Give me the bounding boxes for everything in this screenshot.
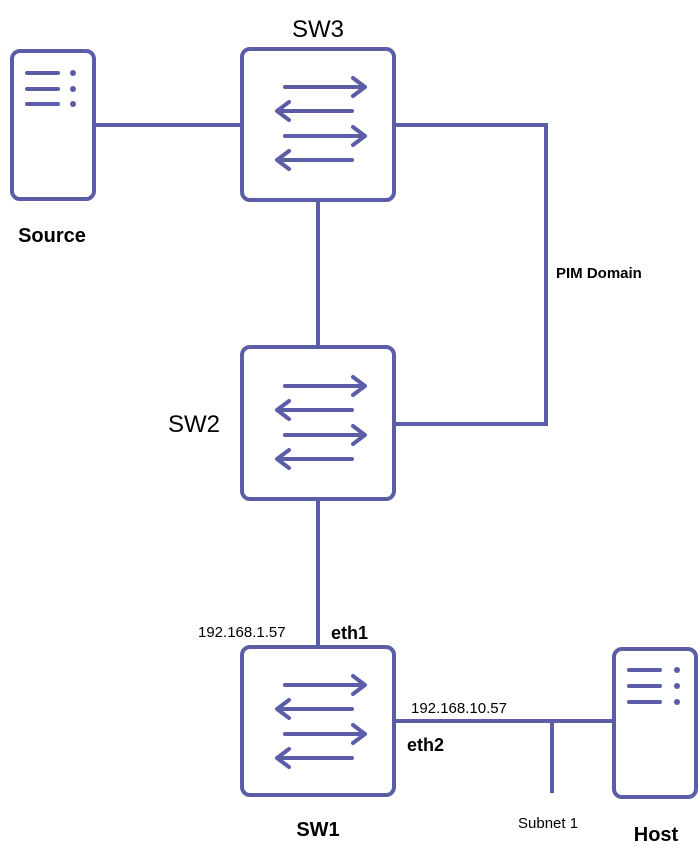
switch-sw1	[240, 645, 396, 797]
sw1-label: SW1	[296, 819, 339, 841]
eth1-port-label: eth1	[331, 623, 368, 643]
sw3-label: SW3	[292, 16, 344, 43]
subnet-label: Subnet 1	[518, 815, 578, 832]
link-pim-domain	[394, 123, 548, 426]
switch-icon	[240, 47, 396, 202]
sw2-label: SW2	[168, 411, 220, 438]
switch-icon	[240, 645, 396, 797]
arrows-icon	[275, 674, 367, 769]
server-led-icon	[70, 70, 76, 107]
eth2-ip-label: 192.168.10.57	[411, 700, 507, 717]
switch-sw2	[240, 345, 396, 501]
switch-icon	[240, 345, 396, 501]
server-source	[10, 49, 96, 201]
eth2-port-label: eth2	[407, 735, 444, 755]
source-label: Source	[18, 225, 86, 247]
arrows-icon	[275, 76, 367, 171]
links	[94, 123, 614, 793]
pim-domain-label: PIM Domain	[556, 265, 642, 282]
server-rack-lines-icon	[627, 668, 662, 704]
server-led-icon	[674, 667, 680, 705]
server-host	[612, 647, 698, 799]
host-label: Host	[634, 824, 679, 846]
eth1-ip-label: 192.168.1.57	[198, 624, 286, 641]
switch-sw3	[240, 47, 396, 202]
arrows-icon	[275, 375, 367, 470]
server-rack-lines-icon	[25, 71, 60, 106]
